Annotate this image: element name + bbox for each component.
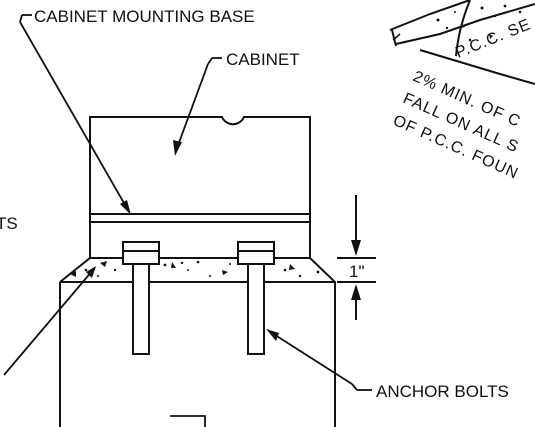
foundation-aggregate bbox=[70, 260, 320, 278]
leader-cabinet bbox=[173, 57, 222, 156]
inset-slab-aggregate bbox=[436, 4, 522, 42]
callout-anchor-bolts: ANCHOR BOLTS bbox=[376, 382, 509, 401]
leader-foundation-left bbox=[3, 266, 96, 376]
cabinet-mounting-base bbox=[90, 213, 310, 223]
leader-cabinet-mounting-base bbox=[19, 14, 131, 215]
inset-slab-label: P.C.C. SE bbox=[453, 16, 533, 62]
callout-left-partial: TS bbox=[0, 214, 18, 233]
inset-slab bbox=[389, 0, 535, 85]
pcc-foundation bbox=[59, 257, 336, 427]
dimension-label: 1" bbox=[349, 262, 365, 281]
leader-anchor-bolts bbox=[266, 329, 372, 391]
callout-cabinet-mounting-base: CABINET MOUNTING BASE bbox=[34, 7, 255, 26]
anchor-bolt-left bbox=[122, 241, 160, 355]
cabinet-body bbox=[89, 116, 311, 259]
anchor-bolt-right bbox=[237, 241, 275, 355]
callout-cabinet: CABINET bbox=[226, 50, 300, 69]
dimension-1in bbox=[337, 195, 376, 320]
